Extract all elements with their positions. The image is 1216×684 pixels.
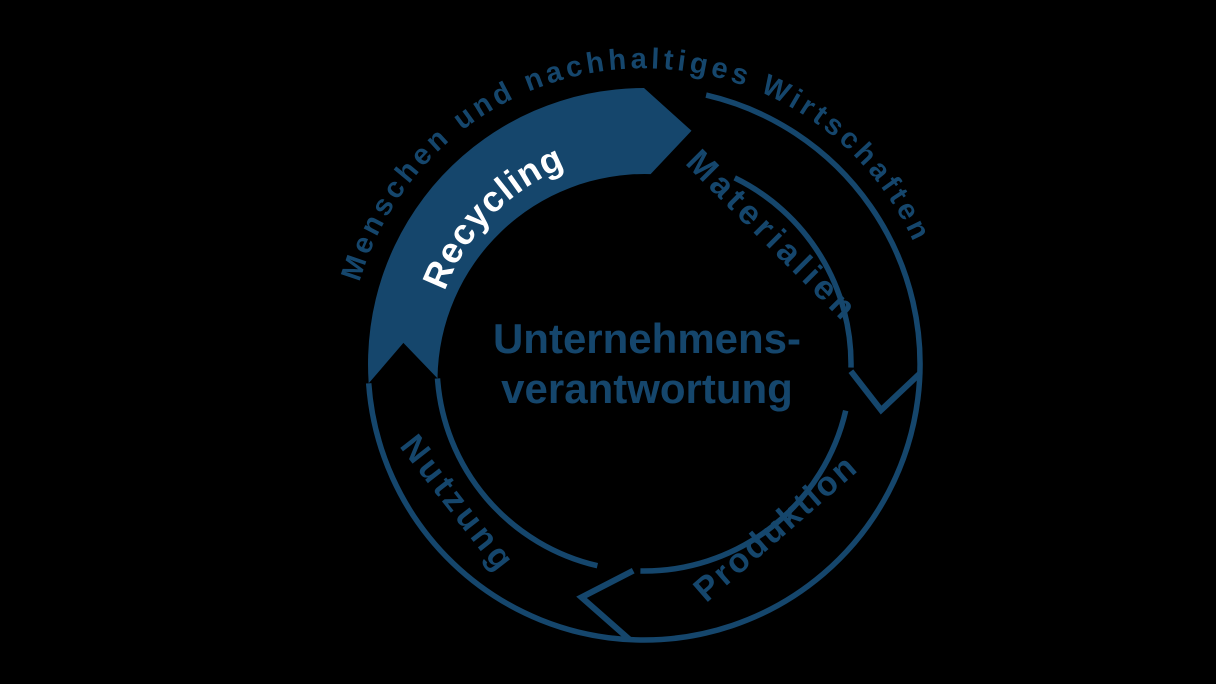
ring-inner-arc-materialien xyxy=(733,175,854,368)
center-title-line2: verantwortung xyxy=(501,365,793,412)
segment-label-produktion: Produktion xyxy=(686,447,865,610)
ring-outer-arc xyxy=(365,92,923,643)
ring-inner-arc-produktion xyxy=(640,409,849,574)
chevron-arrow-bottom xyxy=(576,568,635,642)
chevron-arrow-right xyxy=(848,369,922,415)
ring-inner-arc-nutzung xyxy=(434,378,599,569)
segment-recycling-arrow xyxy=(368,88,692,384)
center-title-line1: Unternehmens- xyxy=(493,315,801,362)
